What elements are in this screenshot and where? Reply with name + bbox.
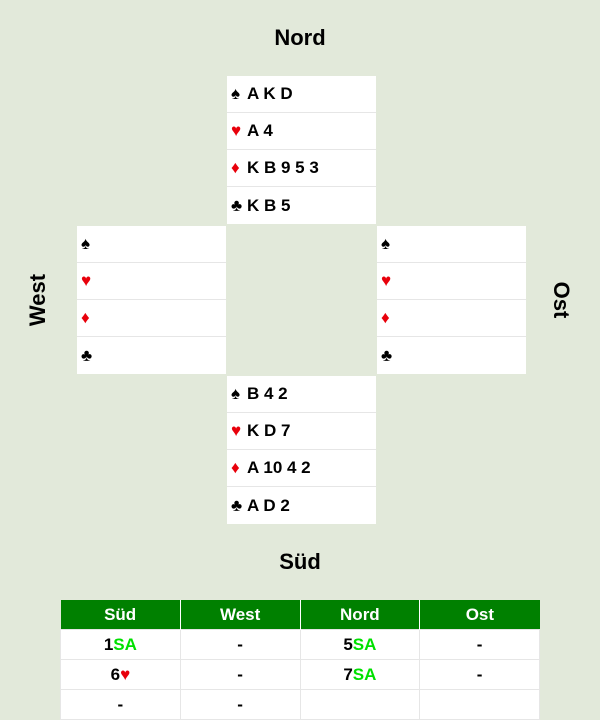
bid-cell: - [419, 659, 540, 690]
south-hand: ♠ B 4 2 ♥ K D 7 ♦ A 10 4 2 ♣ A D 2 [227, 376, 376, 524]
heart-icon: ♥ [120, 664, 131, 684]
east-clubs-row: ♣ [377, 337, 526, 374]
bid-cell: - [60, 689, 181, 720]
bid-cell: - [419, 629, 540, 660]
bid-cell: 1SA [60, 629, 181, 660]
north-spades-row: ♠ A K D [227, 76, 376, 113]
club-icon: ♣ [231, 195, 243, 215]
south-hearts: K D 7 [247, 421, 291, 440]
west-diamonds-row: ♦ [77, 300, 226, 337]
header-north: Nord [300, 600, 421, 630]
east-hearts-row: ♥ [377, 263, 526, 300]
bid-level: 1 [103, 634, 114, 654]
bidding-header-row: Süd West Nord Ost [60, 600, 540, 630]
bid-cell: 6♥ [60, 659, 181, 690]
south-label: Süd [279, 549, 321, 574]
bidding-row: 1SA - 5SA - [60, 629, 540, 660]
west-hand: ♠ ♥ ♦ ♣ [77, 226, 226, 374]
diamond-icon: ♦ [381, 308, 390, 327]
north-spades: A K D [247, 84, 293, 103]
east-spades-row: ♠ [377, 226, 526, 263]
bid-cell [419, 689, 540, 720]
bid-level: 6 [110, 664, 121, 684]
bid-cell: - [179, 659, 301, 690]
header-east: Ost [419, 600, 540, 630]
bid-level: 7 [343, 664, 353, 684]
diamond-icon: ♦ [231, 458, 240, 477]
south-clubs: A D 2 [247, 495, 290, 515]
spade-icon: ♠ [231, 84, 241, 103]
north-diamonds-row: ♦ K B 9 5 3 [227, 150, 376, 187]
south-spades: B 4 2 [247, 384, 288, 403]
bid-level: - [476, 664, 483, 684]
club-icon: ♣ [231, 495, 243, 515]
bid-level: - [476, 634, 483, 654]
south-diamonds: A 10 4 2 [247, 458, 311, 477]
bid-cell: 5SA [299, 629, 421, 660]
south-diamonds-row: ♦ A 10 4 2 [227, 450, 376, 487]
club-icon: ♣ [381, 345, 393, 365]
west-hearts-row: ♥ [77, 263, 226, 300]
bid-cell: - [179, 629, 301, 660]
bid-level: - [237, 664, 243, 684]
bid-level: - [237, 694, 243, 714]
diamond-icon: ♦ [81, 308, 90, 327]
bid-strain: SA [352, 634, 377, 654]
north-clubs-row: ♣ K B 5 [227, 187, 376, 224]
south-spades-row: ♠ B 4 2 [227, 376, 376, 413]
west-clubs-row: ♣ [77, 337, 226, 374]
spade-icon: ♠ [231, 384, 241, 403]
north-diamonds: K B 9 5 3 [247, 158, 319, 177]
bid-strain: SA [113, 634, 137, 654]
south-hearts-row: ♥ K D 7 [227, 413, 376, 450]
west-spades-row: ♠ [77, 226, 226, 263]
header-south: Süd [60, 600, 181, 630]
east-label: Ost [549, 281, 574, 319]
bid-cell [299, 689, 421, 720]
club-icon: ♣ [81, 345, 93, 365]
spade-icon: ♠ [381, 234, 391, 253]
bid-strain: SA [352, 664, 377, 684]
north-hearts: A 4 [247, 121, 273, 140]
header-west: West [180, 600, 301, 630]
north-hand: ♠ A K D ♥ A 4 ♦ K B 9 5 3 ♣ K B 5 [227, 76, 376, 224]
north-clubs: K B 5 [247, 195, 291, 215]
spade-icon: ♠ [81, 234, 91, 253]
east-hand: ♠ ♥ ♦ ♣ [377, 226, 526, 374]
heart-icon: ♥ [381, 271, 392, 290]
heart-icon: ♥ [81, 271, 92, 290]
bidding-row: - - [60, 689, 540, 720]
bid-cell: - [179, 689, 301, 720]
bidding-row: 6♥ - 7SA - [60, 659, 540, 690]
bid-level: - [117, 694, 124, 714]
bid-level: - [237, 634, 243, 654]
south-clubs-row: ♣ A D 2 [227, 487, 376, 524]
west-label: West [25, 273, 50, 327]
north-label: Nord [274, 25, 326, 50]
bid-cell: 7SA [299, 659, 421, 690]
diamond-icon: ♦ [231, 158, 240, 177]
heart-icon: ♥ [231, 121, 242, 140]
bid-level: 5 [343, 634, 353, 654]
bidding-table: Süd West Nord Ost 1SA - 5SA - 6♥ - 7SA -… [60, 600, 540, 720]
east-diamonds-row: ♦ [377, 300, 526, 337]
north-hearts-row: ♥ A 4 [227, 113, 376, 150]
heart-icon: ♥ [231, 421, 242, 440]
